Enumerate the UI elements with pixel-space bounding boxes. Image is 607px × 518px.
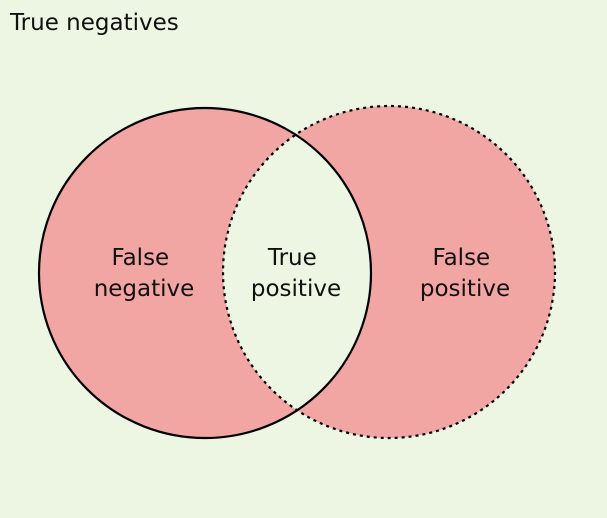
false-negative-label: False negative — [94, 245, 195, 302]
true-positive-line-2: positive — [251, 276, 341, 302]
false-negative-line-1: False — [111, 245, 169, 271]
false-negative-line-2: negative — [94, 276, 195, 302]
true-negatives-label: True negatives — [9, 10, 179, 36]
actual-positive-circle-outline — [37, 106, 373, 440]
overlap-region — [223, 108, 371, 438]
false-positive-line-1: False — [432, 245, 490, 271]
false-positive-label: False positive — [420, 245, 510, 302]
predicted-positive-circle-outline — [221, 104, 557, 440]
false-positive-line-2: positive — [420, 276, 510, 302]
true-positive-line-1: True — [267, 245, 317, 271]
true-positive-label: True positive — [251, 245, 341, 302]
